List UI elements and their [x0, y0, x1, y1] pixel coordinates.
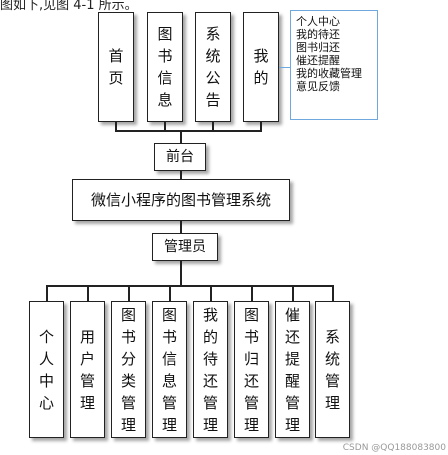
admin-node: 管理员: [152, 233, 218, 261]
admin-module-personal-center: 个 人 中 心: [29, 301, 64, 438]
frontend-stub-1: [115, 122, 117, 130]
admin-bus: [46, 285, 334, 287]
admin-module-book-category-management: 图 书 分 类 管 理: [111, 301, 146, 438]
frontend-module-label: 系 统 公 告: [205, 25, 221, 109]
frontend-stub-2: [164, 122, 166, 130]
system-to-admin-line: [180, 221, 182, 233]
admin-stub-4: [169, 285, 171, 301]
admin-module-return-reminder-management: 催 还 提 醒 管 理: [275, 301, 310, 438]
frontend-module-book-info: 图 书 信 息: [147, 12, 183, 122]
admin-stub-3: [128, 285, 130, 301]
frontend-trunk: [180, 130, 182, 143]
frontend-bus: [115, 130, 262, 132]
frontend-to-system-line: [180, 171, 182, 179]
admin-module-label: 系 统 管 理: [324, 327, 340, 412]
frontend-module-home: 首 页: [98, 12, 134, 122]
system-title: 微信小程序的图书管理系统: [90, 191, 271, 209]
frontend-stub-4: [260, 122, 262, 130]
frontend-module-mine: 我 的: [243, 12, 279, 122]
frontend-module-label: 我 的: [253, 47, 269, 87]
frontend-stub-3: [212, 122, 214, 130]
callout-connector: [279, 67, 290, 68]
admin-stub-5: [210, 285, 212, 301]
admin-module-book-return-management: 图 书 归 还 管 理: [234, 301, 269, 438]
admin-stub-2: [87, 285, 89, 301]
frontend-node-label: 前台: [166, 149, 194, 165]
admin-module-label: 图 书 信 息 管 理: [161, 305, 177, 434]
frontend-node: 前台: [154, 143, 206, 171]
admin-module-label: 用 户 管 理: [79, 327, 95, 412]
admin-module-label: 图 书 归 还 管 理: [243, 305, 259, 434]
admin-module-book-info-management: 图 书 信 息 管 理: [152, 301, 187, 438]
frontend-module-label: 首 页: [108, 47, 124, 87]
admin-stub-8: [332, 285, 334, 301]
admin-stub-1: [46, 285, 48, 301]
frontend-module-label: 图 书 信 息: [157, 25, 173, 109]
admin-stub-7: [292, 285, 294, 301]
admin-module-label: 个 人 中 心: [38, 327, 54, 412]
frontend-module-announcement: 系 统 公 告: [195, 12, 231, 122]
admin-module-system-management: 系 统 管 理: [315, 301, 350, 438]
mine-submenu-callout: 个人中心 我的待还 图书归还 催还提醒 我的收藏管理 意见反馈: [290, 10, 378, 120]
admin-module-label: 催 还 提 醒 管 理: [284, 305, 300, 434]
admin-module-pending-return-management: 我 的 待 还 管 理: [193, 301, 228, 438]
admin-node-label: 管理员: [164, 239, 206, 255]
admin-stub-6: [251, 285, 253, 301]
admin-module-label: 图 书 分 类 管 理: [120, 305, 136, 434]
system-title-node: 微信小程序的图书管理系统: [72, 179, 290, 221]
admin-trunk: [180, 261, 182, 285]
admin-module-user-management: 用 户 管 理: [70, 301, 105, 438]
watermark: CSDN @QQ188083800: [342, 443, 446, 453]
page-header-fragment: 图如下,见图 4-1 所示。: [0, 0, 138, 13]
admin-module-label: 我 的 待 还 管 理: [202, 305, 218, 434]
